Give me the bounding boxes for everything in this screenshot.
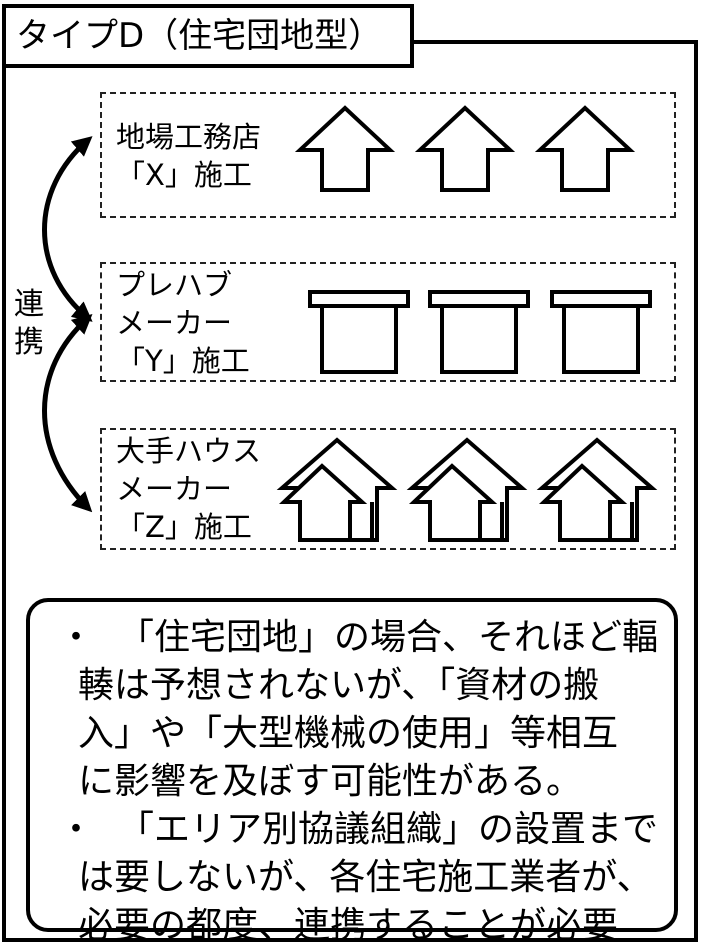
builder-label-line: プレハブ xyxy=(116,268,233,302)
note-line: 必要の都度、連携することが必要 xyxy=(58,902,674,950)
diagram-graphics xyxy=(42,105,658,542)
double-gable-house-icon xyxy=(406,437,528,542)
flat-roof-house-icon xyxy=(550,290,652,374)
note-line: 入」や「大型機械の使用」等相互 xyxy=(58,710,674,758)
builder-label-line: 地場工務店 xyxy=(116,120,262,154)
double-gable-house-icon xyxy=(536,437,658,542)
builder-label-line: 「X」施工 xyxy=(116,158,252,192)
note-line: ・「住宅団地」の場合、それほど輻 xyxy=(58,614,674,662)
builder-label-major: 大手ハウス メーカー 「Z」施工 xyxy=(116,432,261,546)
flat-roof-house-icon xyxy=(308,290,410,374)
coordination-arrow-lower xyxy=(42,313,93,513)
note-line: 輳は予想されないが、「資材の搬 xyxy=(58,662,674,710)
coordination-label: 連 携 xyxy=(14,286,44,362)
note-line: ・「エリア別協議組織」の設置まで xyxy=(58,806,674,854)
builder-label-line: メーカー xyxy=(116,306,233,340)
note-text: 「住宅団地」の場合、それほど輻 xyxy=(118,617,659,658)
builder-label-local: 地場工務店 「X」施工 xyxy=(116,118,261,194)
note-text: 入」や「大型機械の使用」等相互 xyxy=(78,713,619,754)
coordination-label-char: 携 xyxy=(14,325,44,360)
note-callout: ・「住宅団地」の場合、それほど輻 輳は予想されないが、「資材の搬 入」や「大型機… xyxy=(26,598,678,946)
builder-label-line: メーカー xyxy=(116,472,233,506)
note-line: は要しないが、各住宅施工業者が、 xyxy=(58,854,674,902)
note-text: は要しないが、各住宅施工業者が、 xyxy=(78,857,653,898)
gable-house-icon xyxy=(294,105,396,192)
note-text: に影響を及ぼす可能性がある。 xyxy=(78,761,583,802)
note-text: 「エリア別協議組織」の設置まで xyxy=(118,809,659,850)
builder-label-line: 「Y」施工 xyxy=(116,344,250,378)
diagram-title: タイプD（住宅団地型） xyxy=(2,4,414,68)
note-text: 必要の都度、連携することが必要 xyxy=(78,905,619,946)
gable-house-icon xyxy=(534,105,636,192)
note-text: 輳は予想されないが、「資材の搬 xyxy=(78,665,600,706)
gable-house-icon xyxy=(414,105,516,192)
builder-label-line: 大手ハウス xyxy=(116,434,262,468)
coordination-arrow-upper xyxy=(42,136,93,322)
bullet-marker: ・ xyxy=(58,617,95,658)
flat-roof-house-icon xyxy=(428,290,530,374)
note-line: に影響を及ぼす可能性がある。 xyxy=(58,758,674,806)
builder-label-line: 「Z」施工 xyxy=(116,510,252,544)
builder-label-prefab: プレハブ メーカー 「Y」施工 xyxy=(116,266,250,380)
coordination-label-char: 連 xyxy=(14,287,44,322)
bullet-marker: ・ xyxy=(58,809,95,850)
double-gable-house-icon xyxy=(276,437,398,542)
